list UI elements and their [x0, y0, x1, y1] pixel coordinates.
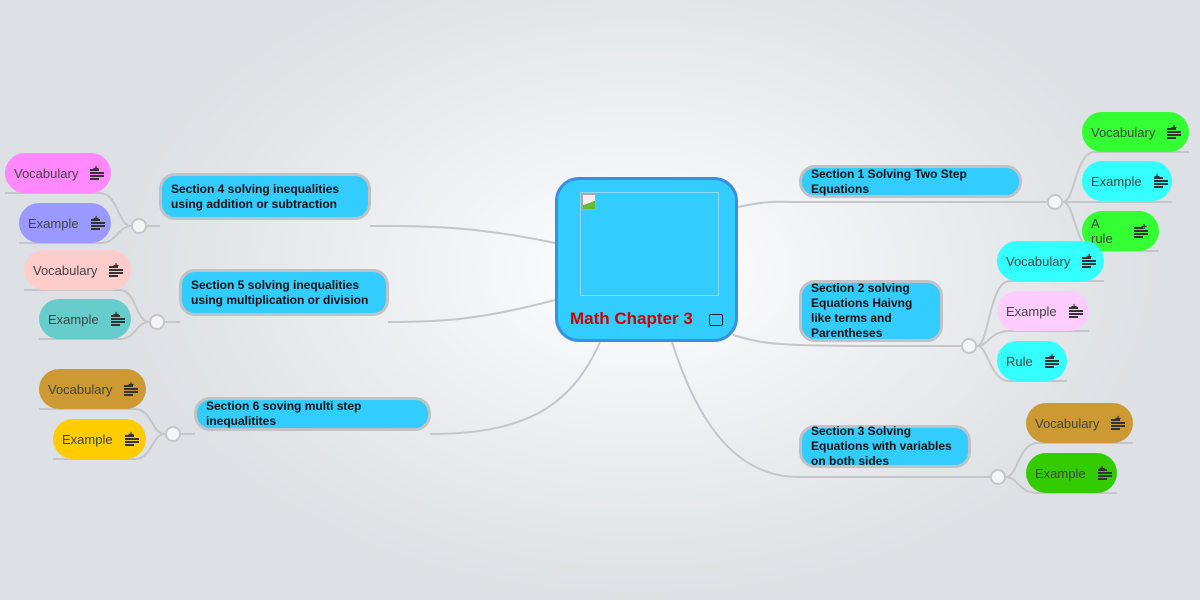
add-note-icon[interactable]: + — [1167, 124, 1182, 139]
add-note-icon[interactable]: + — [1097, 465, 1112, 480]
broken-image-icon — [582, 194, 596, 210]
add-note-icon[interactable]: + — [124, 381, 139, 396]
section-4-leaf-example[interactable]: Example + — [19, 203, 111, 243]
central-topic[interactable]: Math Chapter 3 — [555, 177, 738, 342]
leaf-label: Vocabulary — [48, 381, 113, 397]
section-2-leaf-rule[interactable]: Rule + — [997, 341, 1067, 381]
leaf-label: Example — [1091, 173, 1142, 189]
leaf-label: Rule — [1006, 353, 1033, 369]
section-1-leaf-vocabulary[interactable]: Vocabulary + — [1082, 112, 1189, 152]
leaf-label: Vocabulary — [1035, 415, 1100, 431]
leaf-label: A rule — [1091, 216, 1113, 246]
leaf-label: Vocabulary — [1006, 253, 1071, 269]
leaf-label: Example — [1006, 303, 1057, 319]
section-4-leaf-vocabulary[interactable]: Vocabulary + — [5, 153, 111, 193]
section-1-leaf-example[interactable]: Example + — [1082, 161, 1172, 201]
section-5-topic[interactable]: Section 5 solving inequalities using mul… — [179, 269, 389, 316]
section-3-topic[interactable]: Section 3 Solving Equations with variabl… — [799, 424, 971, 468]
section-1-leaf-a-rule[interactable]: A rule + — [1082, 211, 1159, 251]
section-3-leaf-vocabulary[interactable]: Vocabulary + — [1026, 403, 1133, 443]
section-1-topic[interactable]: Section 1 Solving Two Step Equations — [799, 165, 1022, 198]
leaf-label: Example — [28, 215, 79, 231]
image-icon[interactable] — [709, 314, 723, 326]
add-note-icon[interactable]: + — [124, 431, 139, 446]
image-placeholder — [580, 192, 719, 296]
section-5-leaf-vocabulary[interactable]: Vocabulary + — [24, 250, 131, 290]
add-note-icon[interactable]: + — [1082, 253, 1097, 268]
add-note-icon[interactable]: + — [109, 262, 124, 277]
section-2-leaf-example[interactable]: Example + — [997, 291, 1089, 331]
add-note-icon[interactable]: + — [90, 165, 105, 180]
section-2-topic[interactable]: Section 2 solving Equations Haivng like … — [799, 280, 943, 342]
leaf-label: Example — [48, 311, 99, 327]
section-3-leaf-example[interactable]: Example + — [1026, 453, 1117, 493]
add-note-icon[interactable]: + — [1044, 353, 1059, 368]
leaf-label: Vocabulary — [14, 165, 79, 181]
add-note-icon[interactable]: + — [90, 215, 105, 230]
add-note-icon[interactable]: + — [1153, 173, 1168, 188]
add-note-icon[interactable]: + — [110, 311, 125, 326]
section-4-topic[interactable]: Section 4 solving inequalities using add… — [159, 173, 371, 220]
add-note-icon[interactable]: + — [1133, 223, 1148, 238]
section-6-leaf-example[interactable]: Example + — [53, 419, 146, 459]
leaf-label: Vocabulary — [1091, 124, 1156, 140]
add-note-icon[interactable]: + — [1068, 303, 1083, 318]
add-note-icon[interactable]: + — [1111, 415, 1126, 430]
section-6-topic[interactable]: Section 6 soving multi step inequalitite… — [194, 397, 431, 431]
section-2-leaf-vocabulary[interactable]: Vocabulary + — [997, 241, 1104, 281]
section-5-leaf-example[interactable]: Example + — [39, 299, 131, 339]
central-topic-title: Math Chapter 3 — [570, 309, 693, 328]
leaf-label: Vocabulary — [33, 262, 98, 278]
section-6-leaf-vocabulary[interactable]: Vocabulary + — [39, 369, 146, 409]
leaf-label: Example — [62, 431, 113, 447]
leaf-label: Example — [1035, 465, 1086, 481]
